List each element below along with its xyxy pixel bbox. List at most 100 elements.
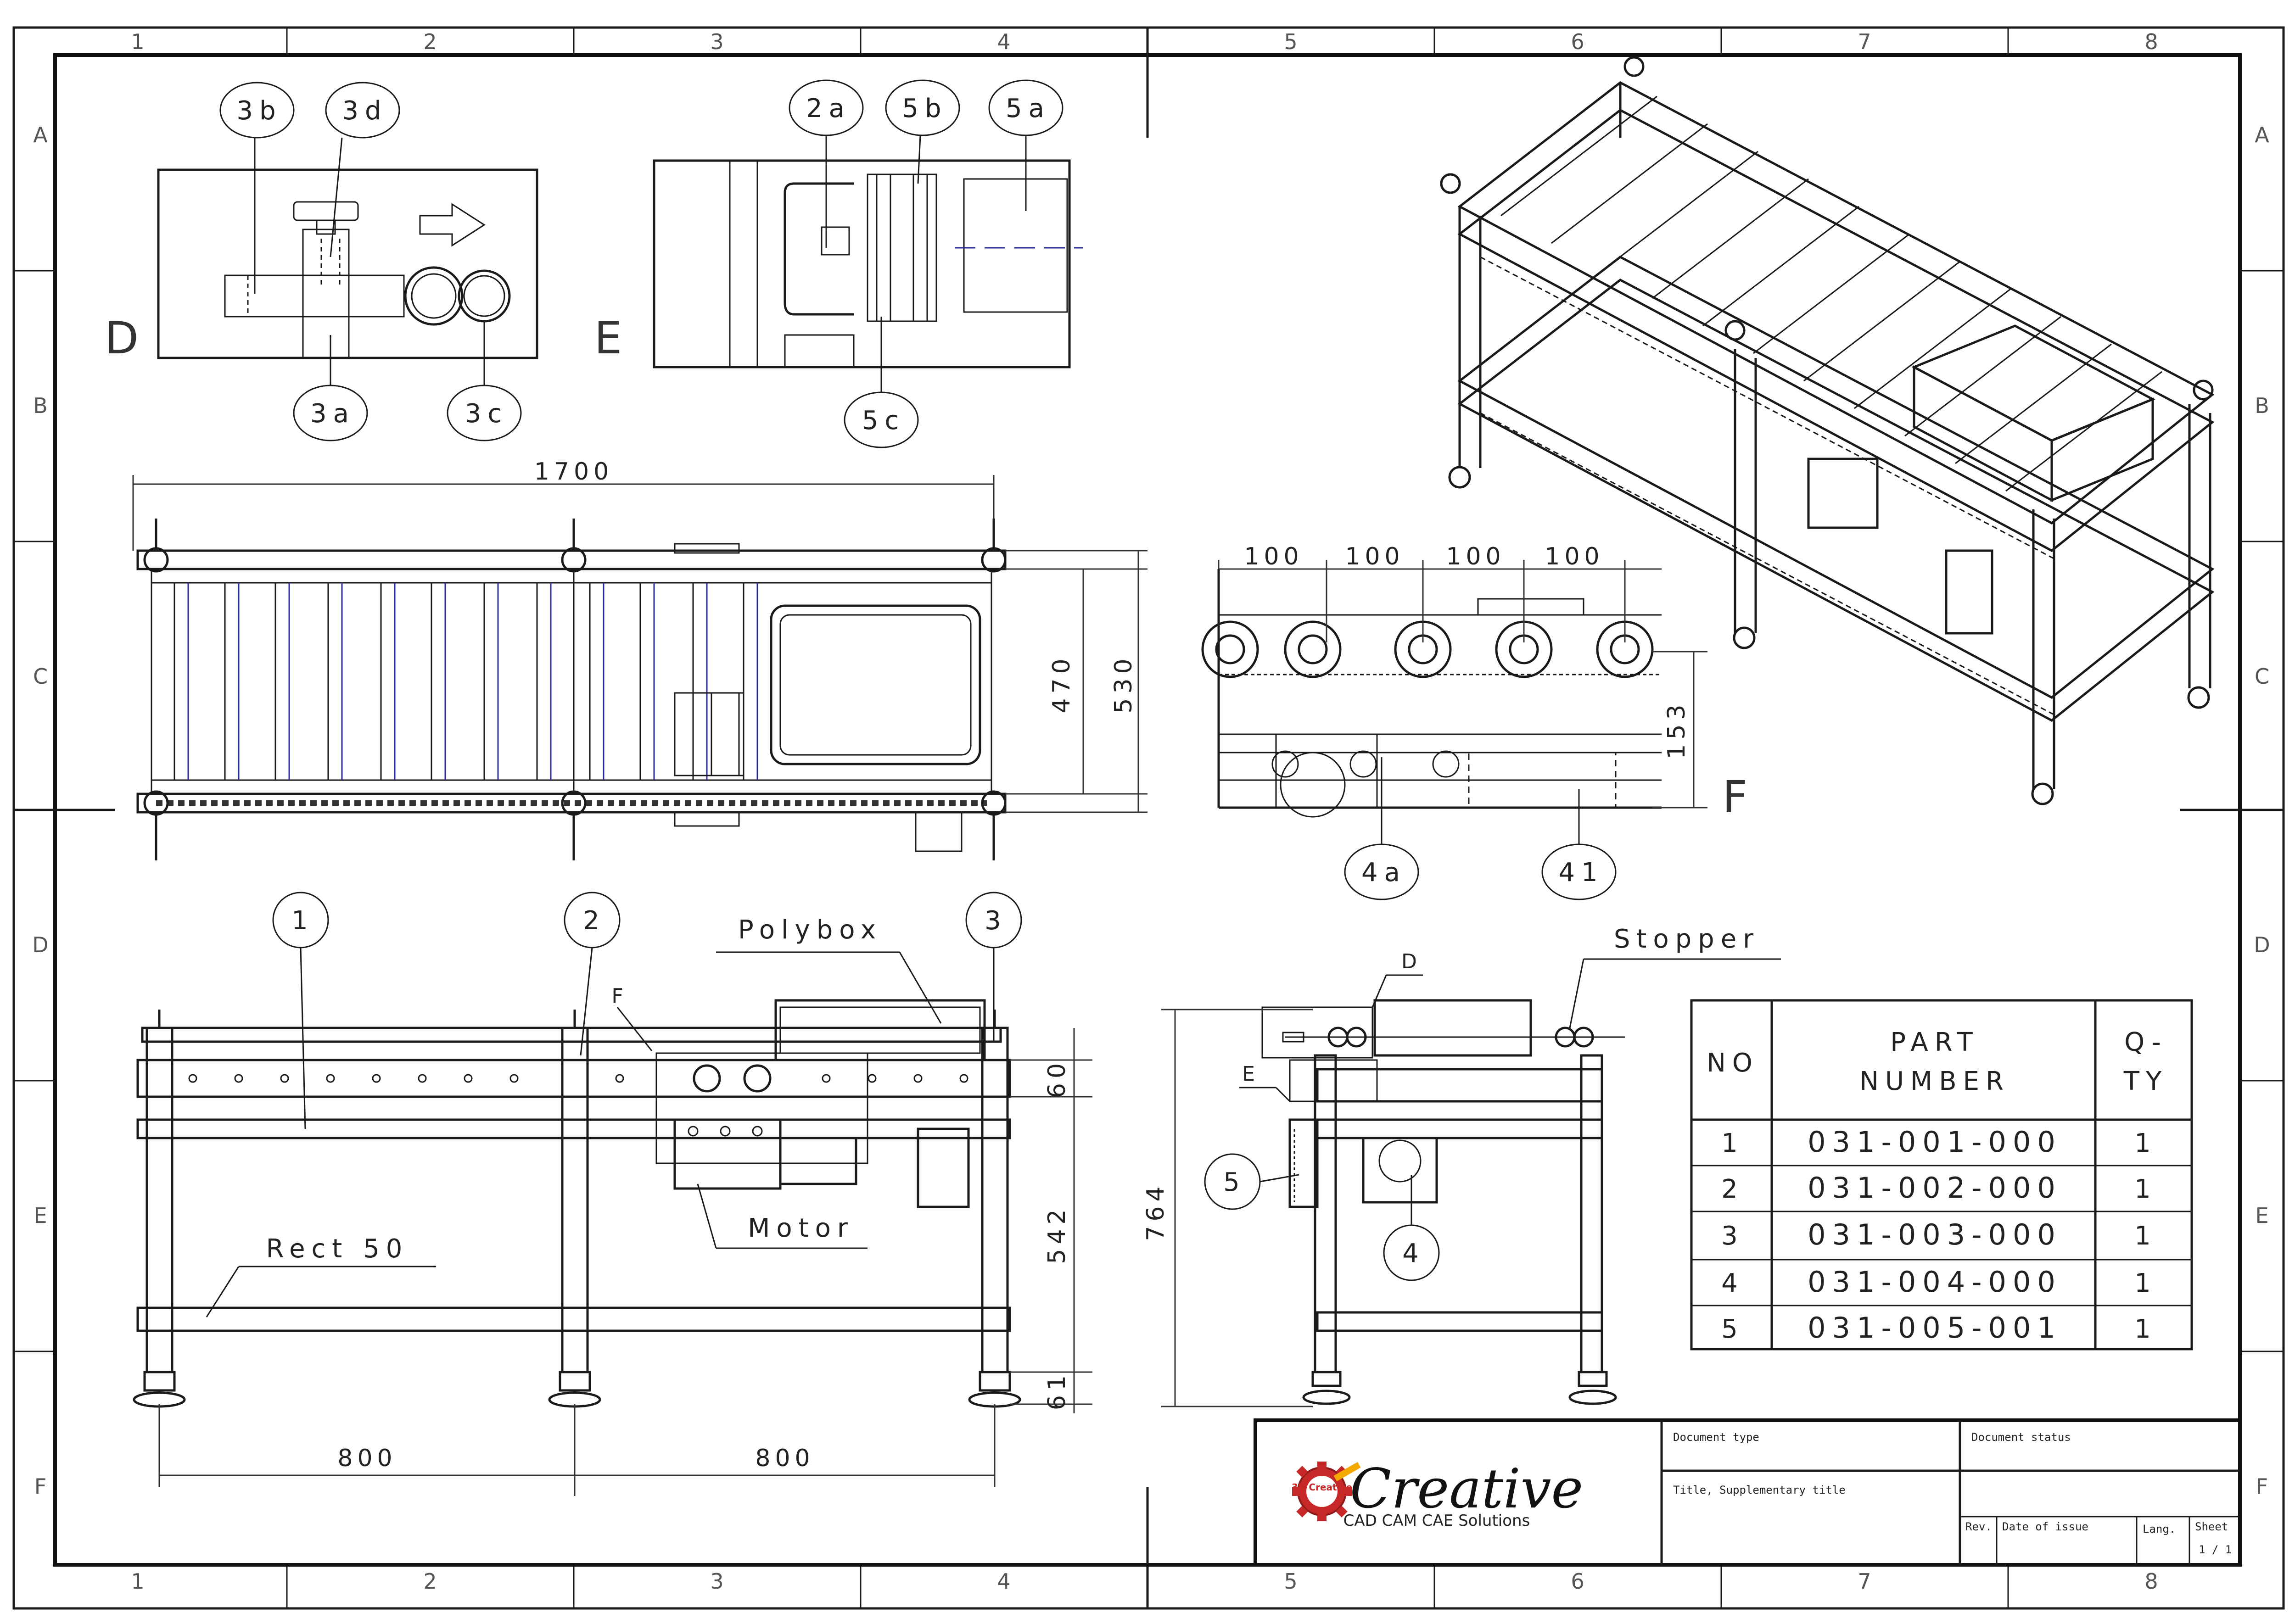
callout-label: 4 <box>1402 1239 1425 1268</box>
row-label: C <box>33 664 48 689</box>
dimension-label: 800 <box>337 1445 397 1472</box>
logo-text: Creative <box>1350 1457 1584 1520</box>
col-label: 1 <box>131 29 144 54</box>
front-view: 1 2 3 Polybox Motor Rect 50 F 800 800 60… <box>133 892 1092 1496</box>
col-label: 6 <box>1571 1569 1584 1594</box>
logo-badge: 3D Creative <box>1292 1482 1352 1493</box>
bom-cell: 1 <box>2134 1268 2157 1298</box>
bom-header-part: NUMBER <box>1859 1066 2010 1096</box>
col-label: 2 <box>423 1569 437 1594</box>
bom-table: NO PART NUMBER Q- TY 1 031-001-000 1 2 0… <box>1690 999 2193 1351</box>
label-e: E <box>1242 1062 1255 1086</box>
dimension-label: 100 <box>1446 543 1505 570</box>
dimension-label: 100 <box>1244 543 1303 570</box>
grid-ticks <box>14 28 2284 1608</box>
callout-label: 2 <box>583 906 606 936</box>
bom-header-no: NO <box>1707 1048 1759 1078</box>
label-sheet: Sheet <box>2195 1520 2228 1533</box>
dimension-label: 1700 <box>534 458 613 486</box>
view-label: F <box>1722 771 1747 823</box>
label-rev: Rev. <box>1965 1520 1992 1533</box>
bom-cell: 031-005-001 <box>1808 1311 2062 1345</box>
row-label: C <box>2255 664 2269 689</box>
label-d: D <box>1401 950 1417 973</box>
dimension-label: 60 <box>1043 1059 1071 1098</box>
label-lang: Lang. <box>2143 1523 2176 1535</box>
bom-cell: 031-004-000 <box>1808 1265 2062 1299</box>
bom-cell: 1 <box>2134 1174 2157 1204</box>
dimension-label: 153 <box>1663 700 1690 759</box>
grid-col-labels-top: 1 2 3 4 5 6 7 8 <box>131 29 2158 54</box>
callout-label: 5c <box>862 406 905 435</box>
bom-cell: 031-002-000 <box>1808 1171 2062 1205</box>
outer-frame <box>12 26 2285 1610</box>
bom-cell: 1 <box>2134 1128 2157 1158</box>
row-label: E <box>34 1203 47 1228</box>
bom-cell: 2 <box>1721 1174 1744 1204</box>
bom-cell: 1 <box>1721 1128 1744 1158</box>
sheet-value: 1 / 1 <box>2199 1543 2232 1556</box>
callout-label: 5a <box>1006 94 1051 123</box>
centering-marks <box>14 28 2284 1608</box>
label-date: Date of issue <box>2002 1520 2088 1533</box>
col-label: 1 <box>131 1569 144 1594</box>
bom-cell: 031-001-000 <box>1808 1125 2062 1159</box>
dimension-label: 800 <box>755 1445 814 1472</box>
callout-label: 3 <box>985 906 1008 936</box>
col-label: 3 <box>710 1569 723 1594</box>
dimension-label: 61 <box>1043 1371 1071 1410</box>
bom-cell: 031-003-000 <box>1808 1218 2062 1251</box>
col-label: 3 <box>710 29 723 54</box>
col-label: 4 <box>997 1569 1010 1594</box>
row-label: D <box>32 932 48 957</box>
callout-label: 2a <box>806 94 851 123</box>
dimension-label: 542 <box>1043 1205 1071 1264</box>
grid-row-labels-left: A B C D E F <box>32 123 48 1499</box>
row-label: A <box>2255 123 2269 147</box>
bom-header-qty: TY <box>2123 1066 2168 1096</box>
callout-label: 5 <box>1223 1167 1246 1197</box>
dimension-label: 100 <box>1345 543 1404 570</box>
label-polybox: Polybox <box>738 915 882 945</box>
col-label: 7 <box>1858 1569 1871 1594</box>
label-motor: Motor <box>748 1213 854 1243</box>
side-view: 5 4 D E Stopper 764 <box>1142 924 1781 1407</box>
bom-cell: 5 <box>1721 1314 1744 1344</box>
col-label: 6 <box>1571 29 1584 54</box>
bom-cell: 4 <box>1721 1268 1744 1298</box>
col-label: 8 <box>2144 29 2158 54</box>
title-block: Document type Document status Title, Sup… <box>1254 1418 2242 1567</box>
dimension-label: 100 <box>1545 543 1604 570</box>
col-label: 5 <box>1284 1569 1297 1594</box>
bom-cell: 1 <box>2134 1314 2157 1344</box>
dimension-label: 530 <box>1110 654 1137 713</box>
row-label: E <box>2255 1203 2268 1228</box>
isometric-view <box>1440 56 2215 805</box>
callout-label: 1 <box>291 906 314 936</box>
bom-header-part: PART <box>1890 1027 1979 1057</box>
callout-label: 3b <box>236 96 282 126</box>
gear-icon <box>1292 1462 1361 1521</box>
top-view: 1700 <box>132 458 1148 860</box>
bom-cell: 3 <box>1721 1221 1744 1251</box>
callout-label: 3c <box>465 399 508 429</box>
callout-label: 4a <box>1361 858 1406 887</box>
view-label: D <box>105 313 139 364</box>
col-label: 4 <box>997 29 1010 54</box>
bom-cell: 1 <box>2134 1221 2157 1251</box>
label-stopper: Stopper <box>1614 924 1760 954</box>
callout-label: 3a <box>310 399 355 429</box>
detail-view-d: D 3b 3d 3a 3c <box>105 82 538 441</box>
col-label: 8 <box>2144 1569 2158 1594</box>
label-document-type: Document type <box>1673 1431 1759 1444</box>
logo-subtitle: CAD CAM CAE Solutions <box>1343 1512 1530 1530</box>
grid-row-labels-right: A B C D E F <box>2254 123 2270 1499</box>
bom-header-qty: Q- <box>2124 1027 2167 1057</box>
col-label: 2 <box>423 29 437 54</box>
dimension-label: 764 <box>1142 1182 1170 1241</box>
detail-view-f: 100 100 100 100 153 F 4a 41 <box>1201 543 1748 900</box>
grid-col-labels-bottom: 1 2 3 4 5 6 7 8 <box>131 1569 2158 1594</box>
label-rect: Rect 50 <box>266 1234 409 1264</box>
callout-label: 3d <box>342 96 387 126</box>
